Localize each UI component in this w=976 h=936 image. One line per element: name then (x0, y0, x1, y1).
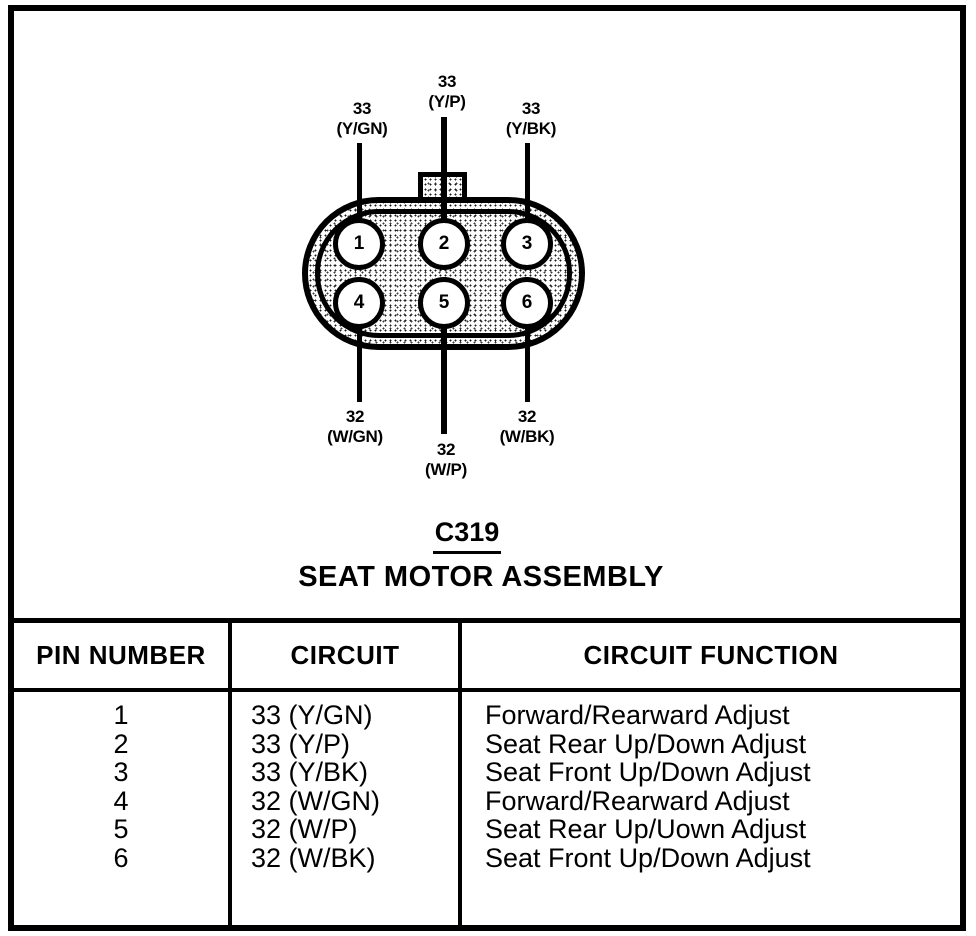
pin-3-circle: 3 (501, 218, 553, 270)
table-cell-pin-row2: 2 (113, 728, 129, 759)
table-column-divider-1 (228, 618, 232, 925)
table-cell-pin-row1: 1 (113, 700, 129, 730)
connector-title: SEAT MOTOR ASSEMBLY (298, 561, 664, 593)
column-header-circuit-function: CIRCUIT FUNCTION (583, 639, 839, 670)
wire-pin2 (441, 117, 447, 244)
wire-color-code: (W/P) (425, 460, 467, 479)
wire-pin4 (357, 303, 362, 402)
wire-pin3 (525, 143, 530, 244)
wire-pin1 (357, 143, 362, 244)
wire-color-code: (W/GN) (327, 427, 383, 446)
table-header-divider (14, 688, 960, 692)
wire-pin6 (525, 303, 530, 402)
table-cell-circuit-row2: 33 (Y/P) (251, 728, 351, 759)
table-cell-pin-row3: 3 (113, 757, 129, 788)
table-cell-function-row1: Forward/Rearward Adjust (485, 700, 790, 730)
table-column-divider-2 (458, 618, 462, 925)
table-cell-circuit-row5: 32 (W/P) (251, 814, 358, 845)
pin-6-circle: 6 (501, 277, 553, 329)
wire-color-code: (Y/BK) (505, 119, 557, 138)
table-cell-function-row5: Seat Rear Up/Uown Adjust (485, 814, 807, 845)
wire-color-code: (W/BK) (499, 427, 555, 446)
pin-2-circle: 2 (418, 218, 470, 270)
pin-5-circle: 5 (418, 277, 470, 329)
table-cell-circuit-row1: 33 (Y/GN) (251, 700, 373, 730)
wire-label-bottom-center: 32 (W/P) (386, 440, 506, 480)
table-cell-pin-row6: 6 (113, 842, 129, 873)
connector-id: C319 (302, 517, 632, 554)
wire-label-top-left: 33 (Y/GN) (302, 99, 422, 139)
table-cell-pin-row4: 4 (113, 785, 129, 816)
page-border (8, 5, 966, 931)
table-cell-circuit-row6: 32 (W/BK) (251, 842, 376, 873)
wire-label-top-center: 33 (Y/P) (387, 72, 507, 112)
wire-circuit-number: 33 (437, 72, 457, 91)
wire-pin5 (441, 303, 447, 434)
pin-1-circle: 1 (333, 218, 385, 270)
wire-label-bottom-left: 32 (W/GN) (295, 407, 415, 447)
wire-circuit-number: 32 (517, 407, 537, 426)
wire-circuit-number: 33 (521, 99, 541, 118)
wire-color-code: (Y/GN) (336, 119, 388, 138)
table-cell-circuit-row4: 32 (W/GN) (251, 785, 381, 816)
column-header-circuit: CIRCUIT (290, 639, 400, 670)
column-header-pin-number: PIN NUMBER (36, 639, 206, 670)
wire-circuit-number: 33 (352, 99, 372, 118)
table-top-border (14, 618, 960, 623)
wire-label-bottom-right: 32 (W/BK) (467, 407, 587, 447)
circuit-column: 33 (Y/GN)33 (Y/P)33 (Y/BK)32 (W/GN)32 (W… (251, 701, 380, 873)
wire-circuit-number: 32 (345, 407, 365, 426)
table-cell-function-row4: Forward/Rearward Adjust (485, 785, 790, 816)
table-cell-circuit-row3: 33 (Y/BK) (251, 757, 369, 788)
wire-circuit-number: 32 (436, 440, 456, 459)
table-cell-function-row2: Seat Rear Up/Down Adjust (485, 728, 807, 759)
table-cell-function-row3: Seat Front Up/Down Adjust (485, 757, 811, 788)
wire-label-top-right: 33 (Y/BK) (471, 99, 591, 139)
table-cell-pin-row5: 5 (113, 814, 129, 845)
pin-4-circle: 4 (333, 277, 385, 329)
wire-color-code: (Y/P) (428, 92, 466, 111)
table-cell-function-row6: Seat Front Up/Down Adjust (485, 842, 811, 873)
